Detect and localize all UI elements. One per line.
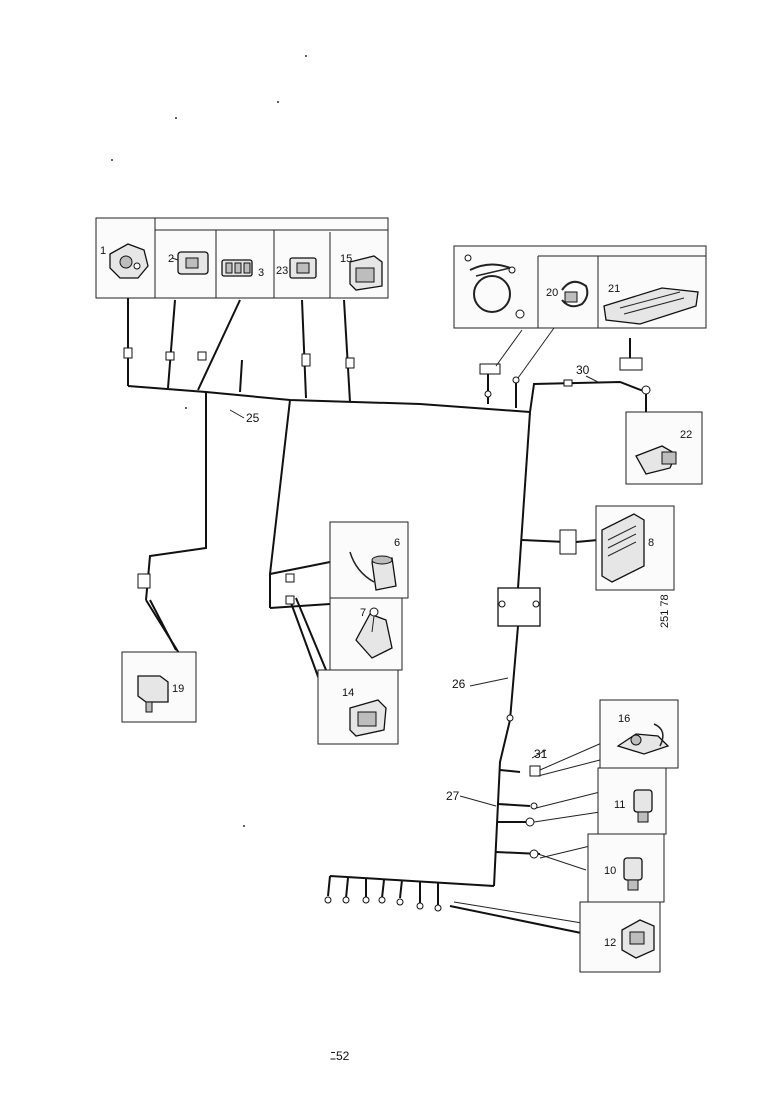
component-10: 10 bbox=[604, 857, 643, 891]
component-21-label: 21 bbox=[608, 283, 620, 295]
component-15: 15 bbox=[340, 253, 383, 291]
component-7-label: 7 bbox=[360, 607, 366, 619]
component-strip-top-right bbox=[453, 245, 707, 329]
scan-specks bbox=[111, 55, 307, 827]
component-1-label: 1 bbox=[100, 245, 106, 257]
component-12: 12 bbox=[604, 919, 655, 959]
component-16-label: 16 bbox=[618, 713, 630, 725]
harness-30-label: 30 bbox=[576, 363, 590, 377]
component-12-label: 12 bbox=[604, 937, 616, 949]
component-23: 23 bbox=[276, 257, 317, 279]
component-16: 16 bbox=[616, 713, 670, 755]
component-23-label: 23 bbox=[276, 265, 288, 277]
component-2: 2 bbox=[168, 251, 209, 275]
component-8: 8 bbox=[595, 505, 675, 591]
cable-assembly bbox=[464, 254, 525, 319]
harness-27-label: 27 bbox=[446, 789, 460, 803]
component-11-label: 11 bbox=[614, 799, 625, 811]
component-6-label: 6 bbox=[394, 537, 400, 549]
page-mark: ﾆ52 bbox=[330, 1049, 350, 1063]
harness-26-label: 26 bbox=[452, 677, 466, 691]
component-11: 11 bbox=[614, 789, 653, 823]
component-3-label: 3 bbox=[258, 267, 264, 279]
component-10-label: 10 bbox=[604, 865, 616, 877]
reference-code: 251 78 bbox=[659, 594, 671, 628]
component-3: 3 bbox=[221, 259, 264, 279]
component-8-label: 8 bbox=[648, 537, 654, 549]
component-2-label: 2 bbox=[168, 253, 174, 265]
harness-right-trunk: 30 bbox=[479, 327, 651, 627]
component-1: 1 bbox=[100, 243, 149, 279]
harness-25-label: 25 bbox=[246, 411, 260, 425]
harness-26-27: 26 31 27 bbox=[324, 625, 605, 935]
component-20: 20 bbox=[546, 280, 589, 308]
component-14-label: 14 bbox=[342, 687, 354, 699]
component-19: 19 bbox=[121, 651, 197, 723]
component-20-label: 20 bbox=[546, 287, 558, 299]
component-21: 21 bbox=[603, 283, 699, 325]
component-14: 14 bbox=[342, 687, 387, 737]
harness-25: 25 bbox=[123, 298, 531, 683]
harness-31-label: 31 bbox=[534, 747, 548, 761]
component-7: 7 bbox=[355, 607, 393, 659]
component-22: 22 bbox=[625, 411, 703, 485]
component-6: 6 bbox=[349, 537, 400, 591]
component-22-label: 22 bbox=[680, 429, 692, 441]
component-19-label: 19 bbox=[172, 683, 184, 695]
component-15-label: 15 bbox=[340, 253, 352, 265]
